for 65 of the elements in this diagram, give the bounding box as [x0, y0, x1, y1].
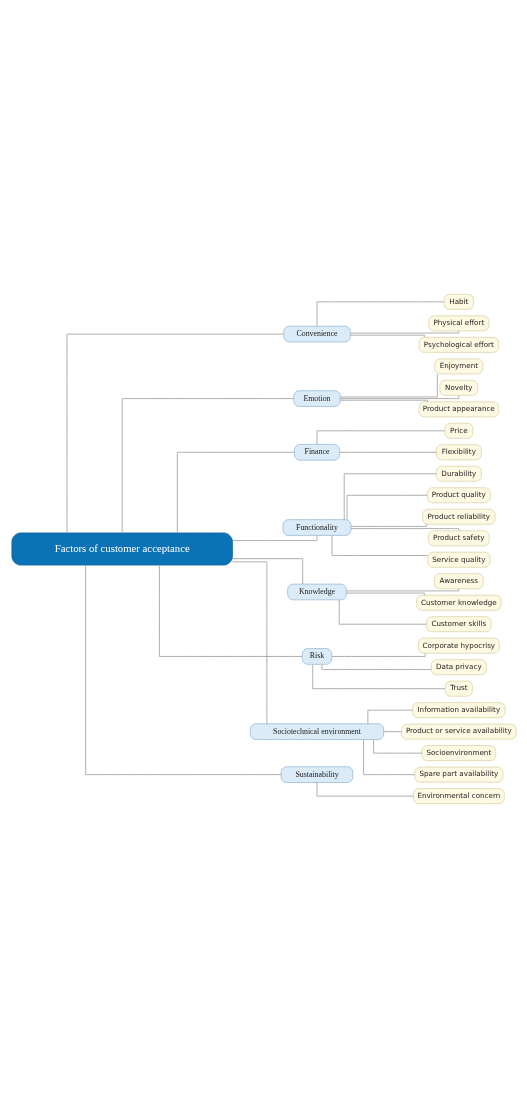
- connector: [66, 333, 284, 533]
- node-box: Habit: [443, 293, 474, 310]
- node-box: Emotion: [292, 389, 341, 407]
- connector: [231, 560, 267, 724]
- connector: [316, 300, 444, 326]
- node-box: Product or service availability: [400, 723, 516, 740]
- connector: [121, 397, 294, 533]
- node-box: Product reliability: [421, 508, 495, 525]
- node-box: Flexibility: [435, 443, 482, 460]
- connector: [349, 334, 425, 338]
- connector: [331, 534, 428, 556]
- node-box: Customer knowledge: [415, 594, 501, 611]
- connector: [346, 494, 428, 520]
- node-box: Customer skills: [425, 615, 491, 632]
- connector: [339, 394, 459, 399]
- connector: [382, 730, 402, 732]
- node-box: Socioenvironment: [421, 744, 496, 761]
- node-box: Knowledge: [286, 583, 347, 600]
- connector: [84, 564, 282, 775]
- node-box: Physical effort: [427, 315, 489, 331]
- node-box: Environmental concern: [412, 787, 505, 804]
- connector: [158, 564, 303, 657]
- connector: [339, 399, 428, 402]
- connector: [343, 472, 437, 520]
- connector: [338, 451, 437, 453]
- node-box: Product quality: [426, 486, 491, 503]
- connector: [311, 663, 445, 689]
- node-box: Enjoyment: [433, 357, 483, 374]
- connector: [316, 429, 445, 445]
- node-box: Sustainability: [280, 765, 353, 783]
- node-box: Functionality: [282, 518, 351, 536]
- node-box: Data privacy: [430, 658, 487, 675]
- connector: [338, 599, 427, 625]
- node-box: Trust: [444, 680, 473, 697]
- node-box: Corporate hypocrisy: [417, 637, 500, 654]
- node-box: Product safety: [427, 529, 490, 546]
- node-box: Risk: [301, 647, 332, 665]
- node-box: Product appearance: [418, 400, 499, 417]
- connector: [362, 738, 415, 775]
- node-box: Spare part availability: [413, 766, 503, 782]
- node-box: Service quality: [426, 551, 490, 568]
- connector: [345, 592, 425, 596]
- node-box: Awareness: [433, 572, 484, 589]
- connector: [366, 709, 413, 724]
- node-box: Convenience: [282, 325, 351, 342]
- connector: [231, 557, 303, 584]
- connector: [176, 451, 295, 533]
- node-box: Information availability: [411, 701, 505, 718]
- connector: [231, 534, 317, 541]
- connector: [339, 373, 438, 397]
- connector: [345, 587, 459, 591]
- node-box: Price: [444, 422, 473, 439]
- node-box: Psychological effort: [418, 336, 499, 353]
- node-box: Finance: [293, 443, 340, 461]
- node-box: Durability: [435, 465, 482, 482]
- connector: [349, 330, 459, 333]
- connector: [316, 781, 414, 797]
- connector: [350, 523, 427, 527]
- connector: [372, 738, 422, 754]
- connector: [330, 652, 426, 657]
- connector: [321, 663, 432, 670]
- node-box: Sociotechnical environment: [249, 722, 384, 740]
- connector: [350, 527, 459, 531]
- node-box: Factors of customer acceptance: [11, 532, 233, 565]
- node-box: Novelty: [439, 379, 478, 396]
